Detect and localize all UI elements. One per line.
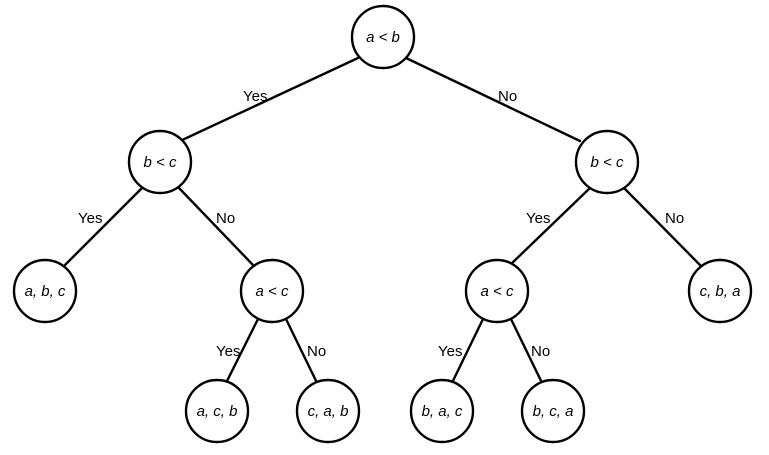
node-right-leaf-cba: c, b, a: [687, 258, 753, 324]
node-left-compare-bc-label: b < c: [144, 154, 177, 171]
node-right-compare-ac: a < c: [464, 258, 530, 324]
edge-label-right-ac-yes: Yes: [438, 343, 462, 360]
node-right-compare-bc: b < c: [574, 129, 640, 195]
node-root-label: a < b: [366, 29, 400, 46]
node-left-compare-ac-label: a < c: [256, 283, 289, 300]
edge-root-left: [178, 56, 360, 143]
node-leaf-cab: c, a, b: [295, 378, 361, 444]
edge-label-right-bc-no: No: [665, 210, 684, 227]
node-left-compare-ac: a < c: [239, 258, 305, 324]
edge-right-ac-no: [508, 315, 547, 391]
edge-label-left-ac-yes: Yes: [216, 343, 240, 360]
edge-label-left-bc-yes: Yes: [78, 210, 102, 227]
edge-label-left-bc-no: No: [216, 210, 235, 227]
edge-right-bc-yes: [508, 186, 592, 267]
node-leaf-bca-label: b, c, a: [533, 403, 574, 420]
edge-left-bc-no: [177, 186, 255, 267]
node-right-leaf-cba-label: c, b, a: [700, 283, 741, 300]
node-leaf-bac-label: b, a, c: [422, 403, 463, 420]
edge-label-left-ac-no: No: [307, 343, 326, 360]
edge-left-ac-no: [283, 315, 322, 391]
edge-label-right-ac-no: No: [531, 343, 550, 360]
edge-left-bc-yes: [63, 186, 144, 267]
edge-left-ac-yes: [221, 315, 261, 391]
edge-root-right: [404, 56, 582, 143]
tree-edges: [63, 56, 702, 391]
node-leaf-cab-label: c, a, b: [308, 403, 349, 420]
node-leaf-bca: b, c, a: [520, 378, 586, 444]
edge-label-root-yes: Yes: [243, 88, 267, 105]
node-leaf-acb: a, c, b: [184, 378, 250, 444]
edge-right-ac-yes: [447, 315, 486, 391]
node-left-compare-bc: b < c: [127, 129, 193, 195]
edge-label-right-bc-yes: Yes: [526, 210, 550, 227]
edge-labels: Yes No Yes No Yes No Yes No Yes No: [78, 88, 684, 360]
edge-label-root-no: No: [498, 88, 517, 105]
node-left-leaf-abc-label: a, b, c: [25, 283, 66, 300]
node-left-leaf-abc: a, b, c: [12, 258, 78, 324]
node-right-compare-ac-label: a < c: [481, 283, 514, 300]
node-leaf-bac: b, a, c: [409, 378, 475, 444]
node-right-compare-bc-label: b < c: [591, 154, 624, 171]
node-root: a < b: [350, 4, 416, 70]
tree-nodes: a < b b < c b < c a, b, c a < c a < c c,…: [12, 4, 753, 444]
node-leaf-acb-label: a, c, b: [197, 403, 238, 420]
edge-right-bc-no: [622, 186, 702, 267]
